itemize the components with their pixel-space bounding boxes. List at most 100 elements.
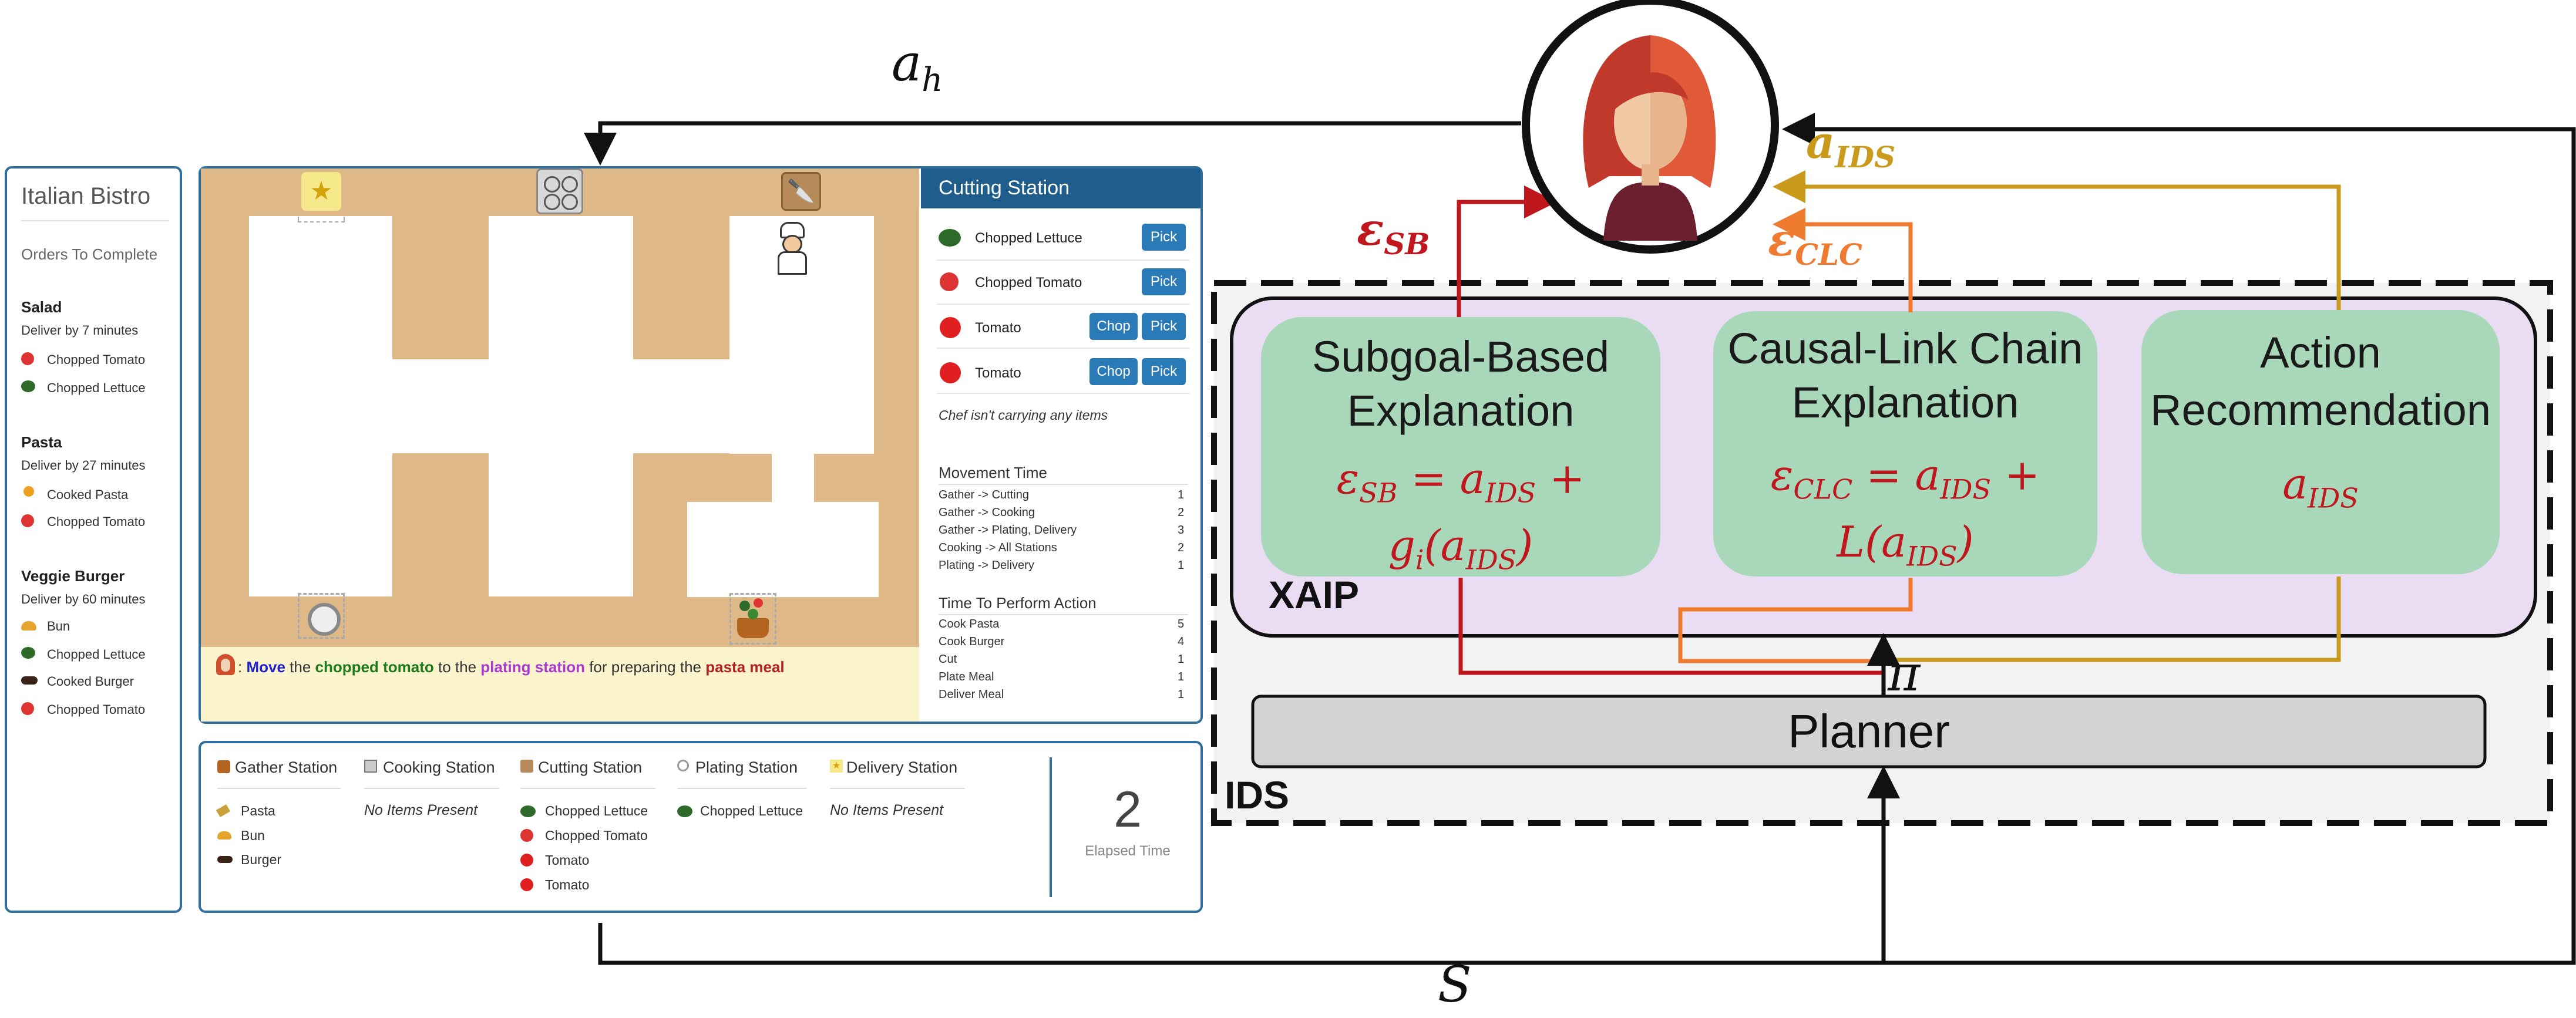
movement-label: Gather -> Cooking	[939, 506, 1035, 519]
order-name: Pasta	[21, 433, 62, 451]
pick-button[interactable]: Pick	[1142, 358, 1186, 385]
a-sub: IDS	[1485, 477, 1536, 509]
tomato-icon	[520, 854, 533, 867]
pick-button[interactable]: Pick	[1142, 224, 1186, 251]
a-sub: h	[922, 61, 943, 100]
tomato-icon	[21, 702, 34, 715]
instruction-word: the	[290, 658, 311, 676]
plus: +	[1536, 454, 1585, 503]
burner-icon	[561, 194, 578, 210]
gather-station-icon[interactable]	[729, 593, 776, 645]
instruction-word: to the	[438, 658, 477, 676]
divider	[830, 788, 965, 789]
counter-block	[772, 454, 814, 507]
eps-symbol: ε	[1357, 203, 1384, 255]
red-plan-link	[1458, 578, 1884, 675]
chef-icon[interactable]	[771, 222, 811, 275]
pick-button[interactable]: Pick	[1142, 268, 1186, 295]
equals: =	[1397, 454, 1460, 503]
veggie-icon	[754, 598, 763, 608]
action-title-line: Action	[2260, 328, 2381, 377]
lettuce-icon	[939, 229, 961, 247]
divider	[217, 788, 341, 789]
station-item: Tomato	[545, 877, 590, 892]
counter-block	[392, 359, 489, 453]
station-title: Gather Station	[235, 759, 338, 776]
g-symbol: g	[1388, 521, 1415, 571]
counter-block	[633, 359, 729, 453]
eps-sub: SB	[1359, 477, 1398, 509]
cutting-station-icon[interactable]: 🔪	[781, 172, 821, 211]
planner-label: Planner	[1788, 705, 1950, 757]
chop-button[interactable]: Chop	[1089, 358, 1138, 385]
burner-icon	[561, 176, 578, 193]
order-item: Cooked Pasta	[47, 487, 129, 502]
movement-value: 2	[1178, 541, 1185, 554]
xaip-label: XAIP	[1269, 573, 1360, 616]
burger-icon	[21, 676, 38, 685]
order-item: Bun	[47, 619, 70, 633]
cooking-station-icon[interactable]	[536, 168, 583, 214]
cutting-panel-header	[921, 168, 1200, 208]
chef-body	[778, 251, 807, 275]
a-sub: IDS	[1906, 540, 1958, 572]
order-item: Chopped Lettuce	[47, 380, 146, 395]
eps-sub: SB	[1384, 227, 1430, 262]
subgoal-title-line: Explanation	[1347, 386, 1575, 435]
eps-symbol: ε	[1770, 450, 1794, 500]
elapsed-divider	[1050, 757, 1052, 897]
action-label: Plate Meal	[939, 670, 994, 683]
list-item	[937, 216, 1189, 261]
action-label: Cook Burger	[939, 635, 1005, 648]
list-item	[937, 260, 1189, 305]
order-name: Salad	[21, 298, 62, 316]
movement-label: Gather -> Cutting	[939, 488, 1029, 501]
a-symbol: a	[1881, 517, 1907, 567]
human-action-label: ah	[892, 34, 943, 99]
basket-icon	[737, 618, 769, 638]
divider	[677, 788, 806, 789]
elapsed-time-value: 2	[1114, 781, 1142, 838]
l-symbol: L	[1837, 517, 1865, 567]
a-symbol: a	[1440, 521, 1466, 571]
station-item: Bun	[241, 828, 265, 843]
a-symbol: a	[1459, 454, 1485, 503]
human-torso	[1603, 182, 1697, 241]
gather-icon	[217, 760, 230, 773]
causal-title-line: Causal-Link Chain	[1727, 324, 2083, 373]
chop-button[interactable]: Chop	[1089, 313, 1138, 340]
formula-line: εSB = aIDS +	[1261, 452, 1660, 519]
delivery-icon: ★	[830, 760, 843, 773]
action-value: 1	[1178, 653, 1185, 666]
veggie-icon	[748, 609, 758, 619]
station-item: Chopped Tomato	[545, 828, 648, 843]
a-ids-label: aIDS	[1806, 116, 1895, 174]
plating-station-icon[interactable]	[298, 593, 345, 639]
station-title: Delivery Station	[846, 759, 958, 776]
a-symbol: a	[2282, 459, 2308, 508]
delivery-station-icon[interactable]: ★	[301, 172, 341, 211]
ids-label: IDS	[1225, 773, 1290, 817]
a-symbol: a	[1915, 450, 1941, 500]
carrying-status: Chef isn't carrying any items	[939, 407, 1108, 423]
order-deadline: Deliver by 60 minutes	[21, 592, 146, 606]
a-sub: IDS	[1465, 544, 1517, 576]
pasta-icon	[23, 486, 34, 497]
action-box	[2141, 310, 2500, 574]
action-label: Cook Pasta	[939, 618, 1000, 631]
restaurant-title: Italian Bistro	[21, 183, 151, 209]
action-value: 5	[1178, 618, 1185, 631]
orange-plan-link	[1678, 578, 1913, 663]
divider	[939, 484, 1188, 485]
tomato-icon	[520, 878, 533, 891]
eps-symbol: ε	[1336, 454, 1360, 503]
tomato-icon	[940, 317, 961, 338]
list-item	[937, 304, 1189, 349]
human-action-arrow	[584, 121, 1521, 166]
veggie-icon	[739, 601, 750, 611]
pick-button[interactable]: Pick	[1142, 313, 1186, 340]
eps-symbol: ε	[1768, 214, 1795, 266]
bun-icon	[217, 831, 231, 840]
causal-formula: εCLC = aIDS + L(aIDS)	[1713, 449, 2097, 583]
